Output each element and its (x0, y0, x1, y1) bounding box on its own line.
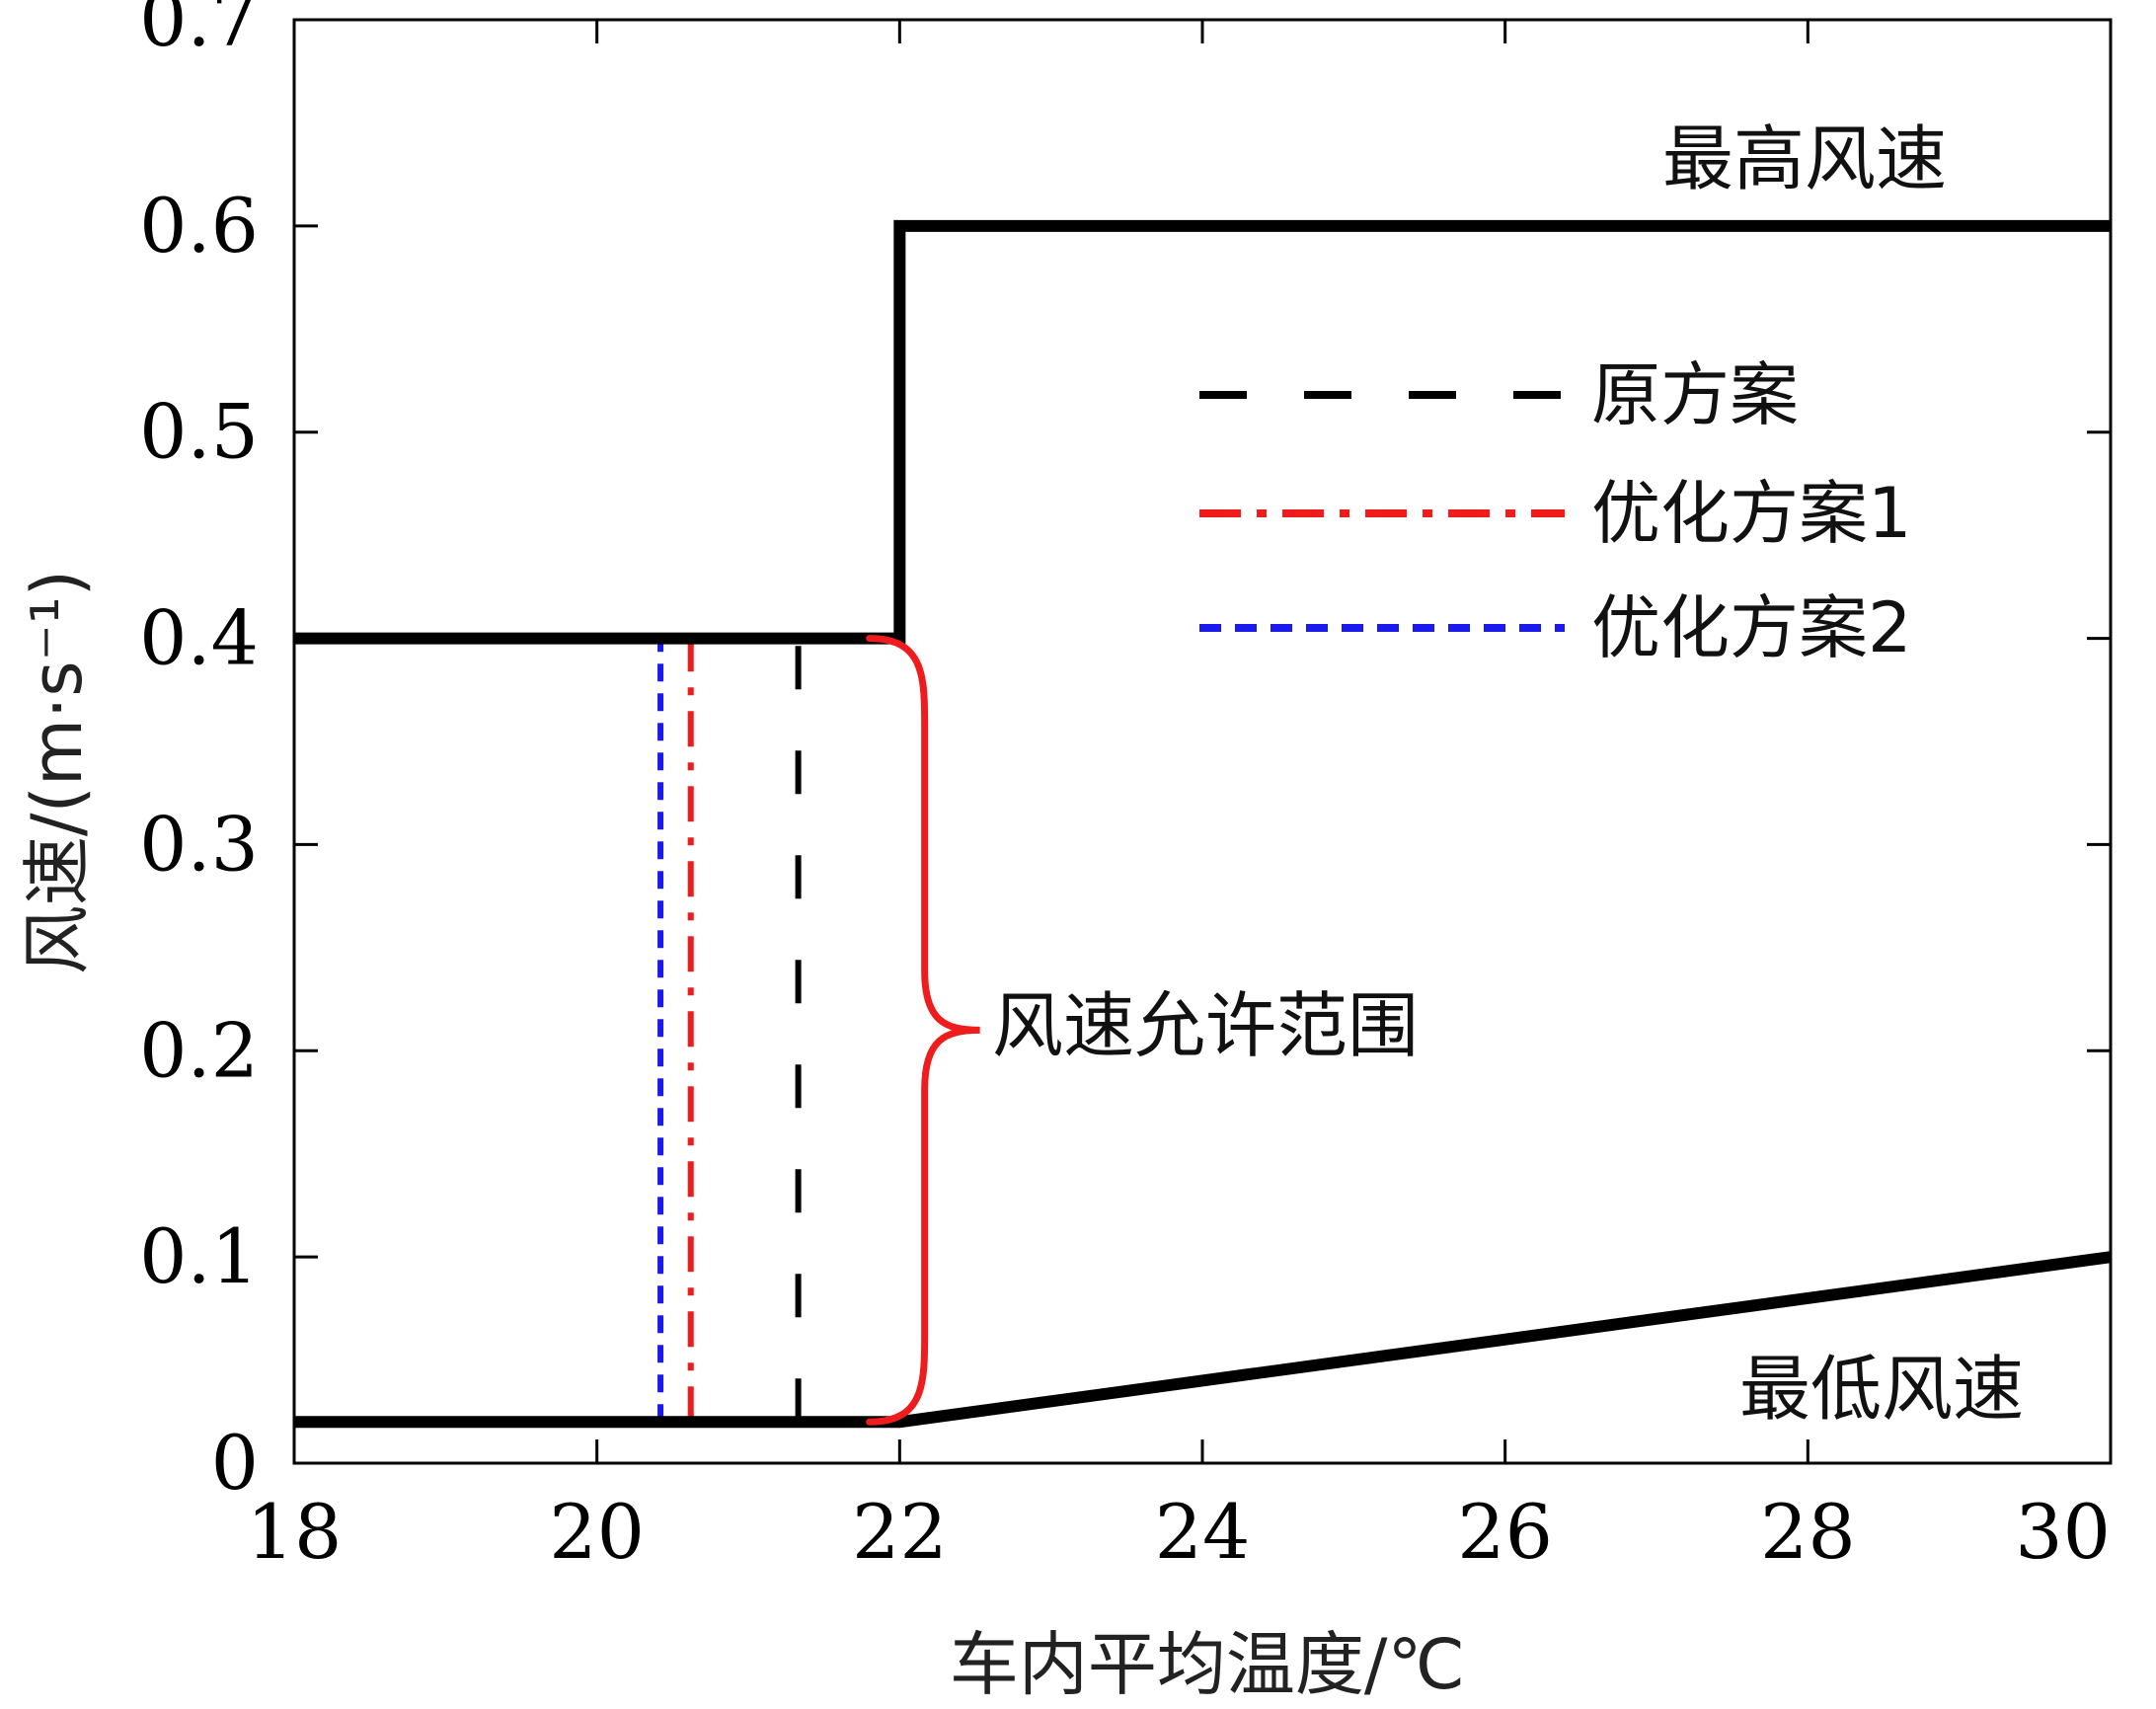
x-tick-label: 30 (2015, 1488, 2111, 1576)
x-tick-label: 28 (1760, 1488, 1856, 1576)
y-tick-label: 0.7 (139, 0, 259, 63)
x-tick-label: 26 (1457, 1488, 1553, 1576)
x-tick-label: 24 (1155, 1488, 1251, 1576)
x-tick-label: 22 (852, 1488, 948, 1576)
y-tick-label: 0.3 (139, 800, 259, 888)
legend-label: 优化方案1 (1591, 473, 1912, 554)
x-axis-title: 车内平均温度/℃ (950, 1624, 1465, 1705)
plot-frame (292, 18, 2113, 1465)
data-layer (294, 219, 2112, 1429)
legend-label: 优化方案2 (1591, 587, 1912, 668)
range-label: 风速允许范围 (992, 984, 1419, 1067)
x-tick-label: 18 (247, 1488, 343, 1576)
max-speed-label: 最高风速 (1662, 117, 1947, 200)
y-tick-label: 0 (211, 1419, 259, 1507)
range-brace (866, 635, 980, 1426)
series-min-speed (294, 1251, 2112, 1429)
y-tick-label: 0.5 (139, 388, 259, 476)
y-tick-label: 0.6 (139, 182, 259, 270)
axes-layer (292, 18, 2113, 1465)
legend-label: 原方案 (1591, 354, 1799, 435)
text-layer: 车内平均温度/℃ 风速/(m·s⁻¹) 最高风速 最低风速 风速允许范围 18 2… (17, 0, 2111, 1705)
y-tick-label: 0.4 (139, 594, 259, 682)
y-tick-label: 0.2 (139, 1006, 259, 1094)
min-speed-label: 最低风速 (1739, 1348, 2024, 1431)
series-max-speed (294, 219, 2111, 645)
y-axis-title: 风速/(m·s⁻¹) (17, 570, 98, 974)
y-tick-label: 0.1 (139, 1212, 259, 1300)
x-tick-label: 20 (549, 1488, 645, 1576)
